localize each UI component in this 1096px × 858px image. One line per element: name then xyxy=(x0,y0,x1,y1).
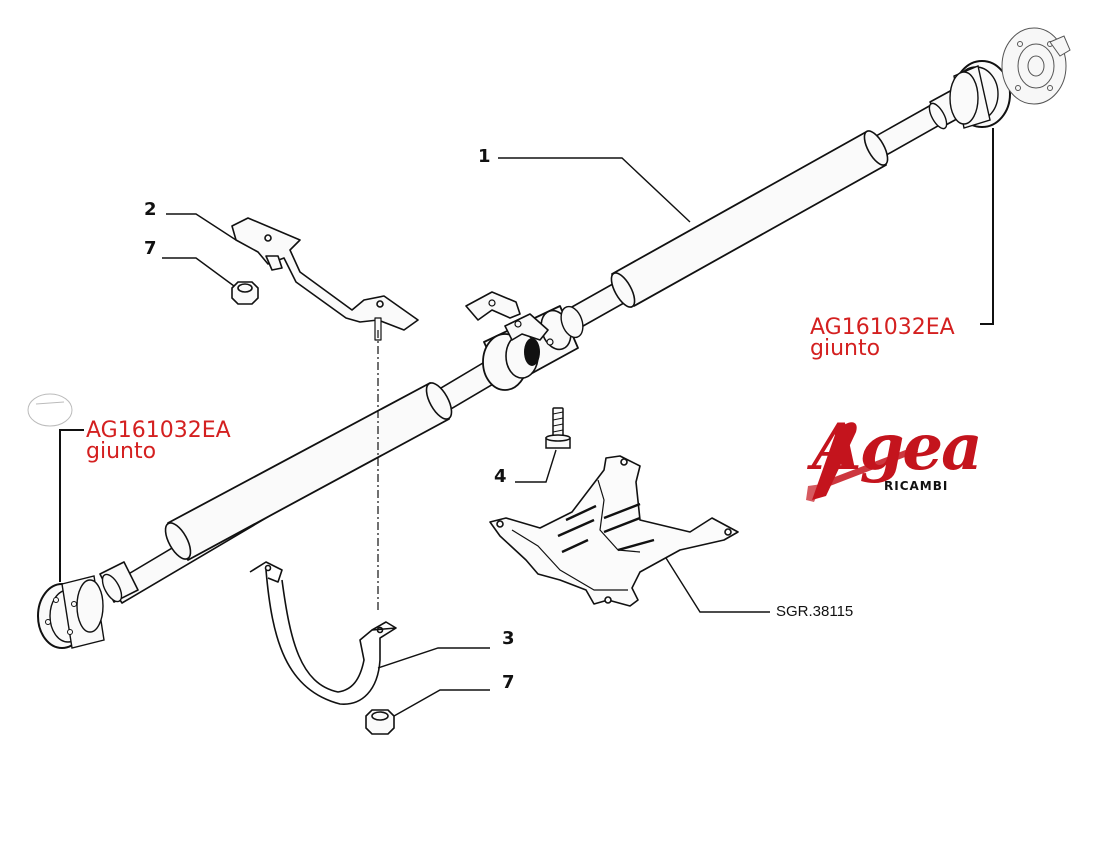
front-flex-joint xyxy=(37,575,105,649)
front-flange xyxy=(27,393,73,427)
callout-1: 1 xyxy=(478,146,491,167)
part-code-left: AG161032EA xyxy=(86,418,231,443)
nut-lower xyxy=(365,709,395,735)
clamp-strap xyxy=(249,561,397,705)
brand-logo: Agea xyxy=(812,410,983,485)
rear-flex-joint xyxy=(949,60,1011,129)
support-bracket xyxy=(231,217,419,341)
part-name-left: giunto xyxy=(86,439,157,464)
leader-lines xyxy=(59,128,994,717)
callout-4: 4 xyxy=(494,466,507,487)
heat-shield-plate xyxy=(489,455,739,607)
part-code-right: AG161032EA xyxy=(810,315,955,340)
drive-shaft xyxy=(99,89,967,604)
callout-7-lower: 7 xyxy=(502,672,515,693)
nut-upper xyxy=(231,281,259,305)
bolt xyxy=(545,407,571,449)
logo-swoosh xyxy=(806,422,918,502)
callout-7-upper: 7 xyxy=(144,238,157,259)
callout-2: 2 xyxy=(144,199,157,220)
part-name-right: giunto xyxy=(810,336,881,361)
callout-3: 3 xyxy=(502,628,515,649)
reference-label: SGR.38115 xyxy=(776,603,854,620)
rear-flange xyxy=(1001,27,1071,105)
brand-tagline: RICAMBI xyxy=(884,479,949,493)
